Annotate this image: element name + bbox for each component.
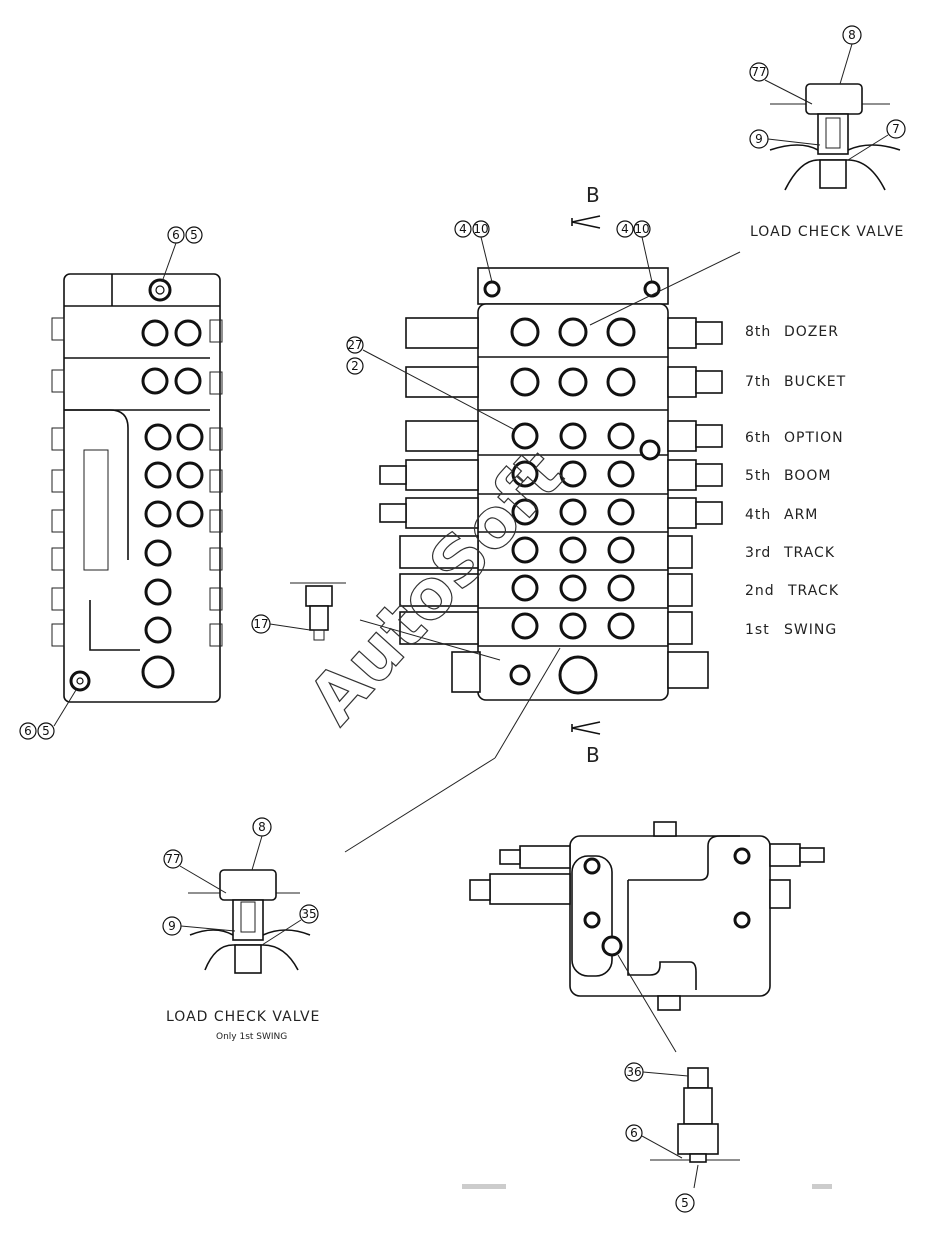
section-6-name: OPTION [784,430,844,446]
part-36-detail [650,1067,740,1189]
section-7-num: 7th [745,374,771,390]
only-1st-swing-note: Only 1st SWING [216,1032,287,1042]
callout-4-left: 4 [459,222,467,236]
scan-mark [462,1184,506,1189]
section-marker-top: B [586,183,600,207]
callout-10-left: 10 [473,222,488,236]
section-marker-bottom: B [586,743,600,767]
callout-17: 17 [253,617,268,631]
callout-36: 36 [626,1065,641,1079]
load-check-valve-label-bottom: LOAD CHECK VALVE [166,1009,320,1025]
callout-5-top: 5 [190,228,198,242]
section-4-name: ARM [784,507,818,523]
part-17-detail [290,582,501,661]
section-5-name: BOOM [784,468,831,484]
callout-4-right: 4 [621,222,629,236]
section-1-name: SWING [784,622,837,638]
callout-6-bottom: 6 [24,724,32,738]
section-6-num: 6th [745,430,771,446]
callout-6-top: 6 [172,228,180,242]
section-3-name: TRACK [783,545,835,561]
callout-9-lower: 9 [168,919,176,933]
main-valve-front-view [379,215,723,735]
callout-9: 9 [755,132,763,146]
callout-8: 8 [848,28,856,42]
callout-35: 35 [301,907,316,921]
section-2-num: 2nd [745,583,775,599]
callout-27: 27 [347,338,362,352]
callout-8-lower: 8 [258,820,266,834]
section-labels: 8th DOZER 7th BUCKET 6th OPTION 5th BOOM… [745,324,846,638]
callouts: 8 77 9 7 4 10 4 10 6 5 6 5 27 [19,25,906,1213]
left-side-view [51,273,223,703]
section-5-num: 5th [745,468,771,484]
section-8-num: 8th [745,324,771,340]
callout-2: 2 [351,359,359,373]
callout-5-bottom: 5 [42,724,50,738]
section-1-num: 1st [745,622,770,638]
callout-77-lower: 77 [165,852,180,866]
load-check-valve-detail-top: LOAD CHECK VALVE [589,83,904,326]
section-2-name: TRACK [787,583,839,599]
section-7-name: BUCKET [784,374,846,390]
callout-77: 77 [751,65,766,79]
load-check-valve-detail-bottom: LOAD CHECK VALVE Only 1st SWING [166,647,561,1042]
section-4-num: 4th [745,507,771,523]
callout-6-rear: 6 [630,1126,638,1140]
scan-mark [812,1184,832,1189]
section-8-name: DOZER [784,324,839,340]
callout-5-rear: 5 [681,1196,689,1210]
load-check-valve-label-top: LOAD CHECK VALVE [750,224,904,240]
section-3-num: 3rd [745,545,771,561]
callout-7: 7 [892,122,900,136]
rear-view [469,821,825,1053]
callout-10-right: 10 [634,222,649,236]
